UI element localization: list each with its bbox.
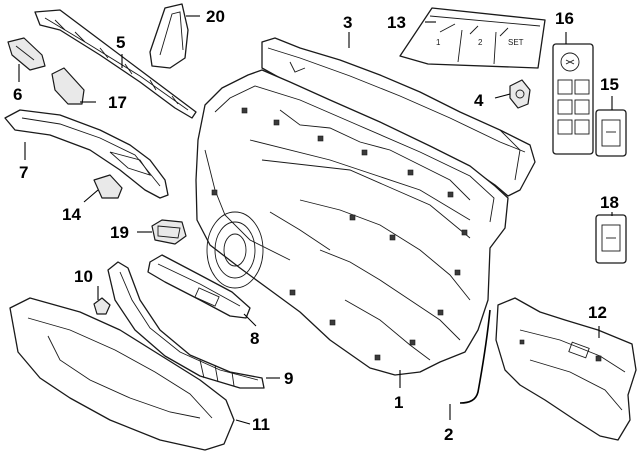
part-15-single-switch [595,109,627,157]
part-19-handle-bezel [151,219,187,245]
callout-6: 6 [13,85,22,104]
part-13-memory-switch: 1 2 SET [399,7,546,69]
callout-7: 7 [19,163,28,182]
memory-key-1-label: 1 [436,38,441,47]
callout-14: 14 [62,205,81,224]
part-18-single-switch [595,214,627,264]
part-5-bracket-strip [34,9,197,119]
memory-key-2-label: 2 [478,38,483,47]
part-2-seal-strip [459,309,491,404]
memory-key-set-label: SET [508,38,524,47]
part-14-clip [93,174,123,199]
part-8-switch-carrier [147,254,251,319]
part-17-cover-pad [51,67,85,105]
callout-13: 13 [387,13,406,32]
part-11-lower-pocket [9,297,235,451]
callout-17: 17 [108,93,127,112]
part-16-window-switch [552,43,594,155]
callout-2: 2 [444,425,453,444]
panel-clip-holes [211,107,468,361]
part-7-armrest-trim [4,109,169,199]
callout-10: 10 [74,267,93,286]
part-10-clip [93,297,111,315]
callout-16: 16 [555,9,574,28]
callout-18: 18 [600,193,619,212]
part-4-knob [509,79,531,109]
part-20-triangle-cover [149,3,189,69]
callout-20: 20 [206,7,225,26]
callout-8: 8 [250,329,259,348]
part-12-insulation-panel [495,297,637,441]
callout-9: 9 [284,369,293,388]
part-1-door-panel [195,69,509,376]
callout-5: 5 [116,33,125,52]
callout-3: 3 [343,13,352,32]
leader-lines [18,15,613,425]
callout-19: 19 [110,223,129,242]
callout-11: 11 [252,415,270,434]
callout-numbers: 20 5 3 13 16 6 17 4 15 7 18 14 19 10 12 … [13,7,619,444]
part-6-small-bracket [7,37,46,71]
part-9-armrest-base [107,261,265,389]
callout-1: 1 [394,393,403,412]
callout-15: 15 [600,75,619,94]
callout-12: 12 [588,303,607,322]
callout-4: 4 [474,91,484,110]
